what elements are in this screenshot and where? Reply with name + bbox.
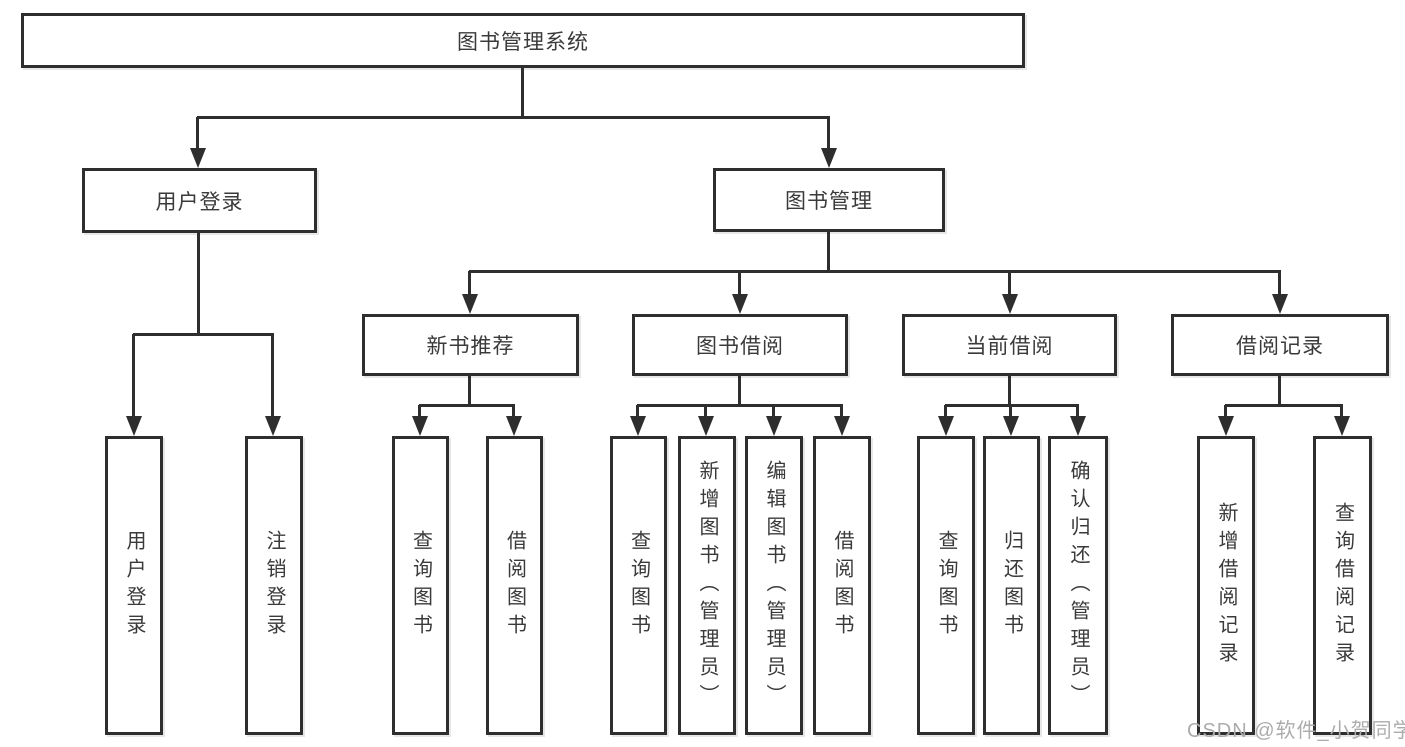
arrow-down-icon [412, 416, 428, 436]
connector-line [419, 404, 515, 407]
connector-line [197, 233, 200, 335]
arrow-down-icon [630, 416, 646, 436]
leaf-edit-books-admin: 编辑图书（管理员） [745, 436, 803, 735]
connector-line [197, 116, 830, 119]
connector-line [1340, 405, 1343, 417]
connector-line [1225, 404, 1343, 407]
leaf-borrow-books: 借阅图书 [813, 436, 871, 735]
node-new-book-recommend: 新书推荐 [362, 314, 579, 376]
leaf-user-login: 用户登录 [105, 436, 163, 735]
node-book-management: 图书管理 [713, 168, 945, 232]
connector-line [132, 334, 135, 416]
leaf-query-books-recommend: 查询图书 [392, 436, 449, 735]
connector-line [1008, 376, 1011, 406]
connector-line [944, 405, 947, 417]
leaf-query-books-borrow: 查询图书 [610, 436, 667, 735]
arrow-down-icon [1218, 416, 1234, 436]
connector-line [468, 376, 471, 406]
connector-line [1076, 405, 1079, 417]
connector-line [469, 270, 1281, 273]
node-user-login: 用户登录 [82, 168, 317, 233]
connector-line [133, 333, 274, 336]
connector-line [827, 117, 830, 149]
arrow-down-icon [834, 416, 850, 436]
arrow-down-icon [1002, 294, 1018, 314]
connector-line [1278, 271, 1281, 295]
leaf-add-books-admin: 新增图书（管理员） [678, 436, 736, 735]
arrow-down-icon [766, 416, 782, 436]
connector-line [738, 376, 741, 406]
node-borrow-record: 借阅记录 [1171, 314, 1389, 376]
connector-line [468, 271, 471, 295]
node-current-borrow: 当前借阅 [902, 314, 1117, 376]
connector-line [827, 232, 830, 272]
arrow-down-icon [126, 416, 142, 436]
connector-line [772, 405, 775, 417]
arrow-down-icon [1003, 416, 1019, 436]
node-book-borrow: 图书借阅 [632, 314, 848, 376]
connector-line [738, 271, 741, 295]
arrow-down-icon [1070, 416, 1086, 436]
arrow-down-icon [821, 148, 837, 168]
csdn-watermark: CSDN @软件_小贺同学 [1187, 720, 1405, 742]
arrow-down-icon [938, 416, 954, 436]
leaf-logout: 注销登录 [245, 436, 303, 735]
arrow-down-icon [190, 148, 206, 168]
arrow-down-icon [1334, 416, 1350, 436]
arrow-down-icon [462, 294, 478, 314]
connector-line [271, 334, 274, 416]
connector-line [1008, 271, 1011, 295]
connector-line [1009, 405, 1012, 417]
arrow-down-icon [698, 416, 714, 436]
connector-line [636, 405, 639, 417]
leaf-borrow-books-recommend: 借阅图书 [486, 436, 543, 735]
connector-line [1224, 405, 1227, 417]
node-library-management-system: 图书管理系统 [21, 13, 1025, 68]
leaf-query-books-current: 查询图书 [917, 436, 975, 735]
connector-line [637, 404, 843, 407]
leaf-query-borrow-record: 查询借阅记录 [1313, 436, 1372, 735]
connector-line [196, 117, 199, 149]
arrow-down-icon [1272, 294, 1288, 314]
arrow-down-icon [506, 416, 522, 436]
arrow-down-icon [265, 416, 281, 436]
connector-line [512, 405, 515, 417]
leaf-return-books: 归还图书 [983, 436, 1040, 735]
connector-line [704, 405, 707, 417]
connector-line [945, 404, 1079, 407]
leaf-add-borrow-record: 新增借阅记录 [1197, 436, 1255, 735]
connector-line [1278, 376, 1281, 406]
connector-line [521, 68, 524, 118]
arrow-down-icon [732, 294, 748, 314]
connector-line [840, 405, 843, 417]
connector-line [418, 405, 421, 417]
leaf-confirm-return-admin: 确认归还（管理员） [1048, 436, 1108, 735]
